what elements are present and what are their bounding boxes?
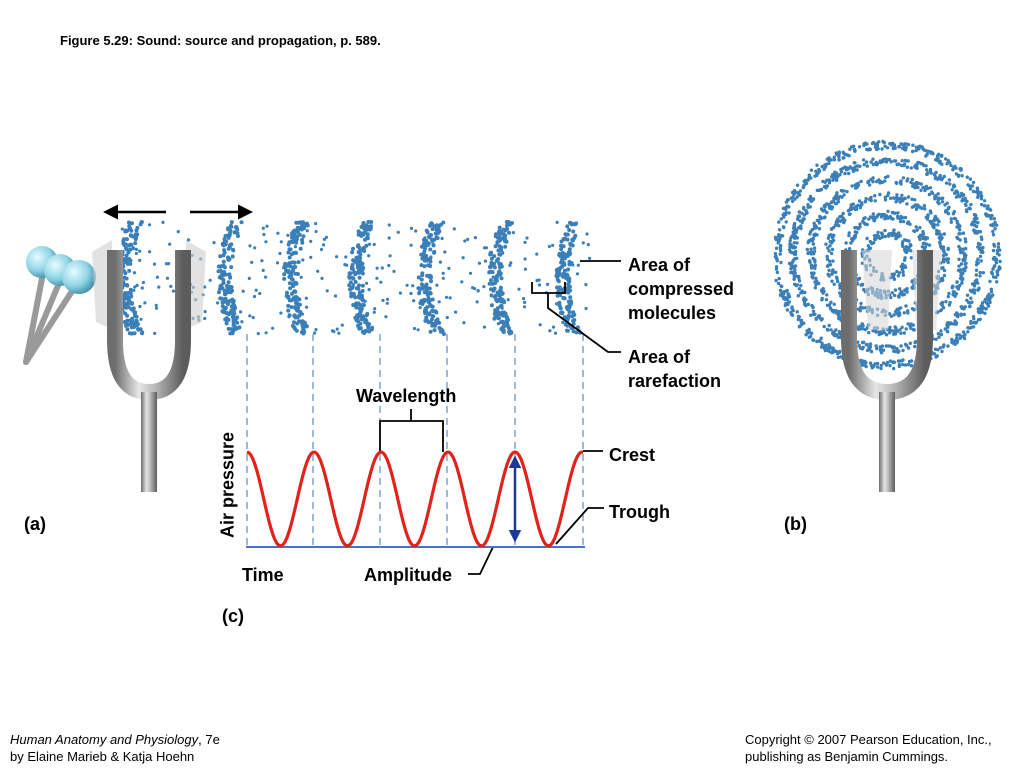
copyright-line-2: publishing as Benjamin Cummings. [745, 749, 949, 764]
panel-label-a: (a) [24, 514, 46, 534]
label-trough: Trough [609, 502, 670, 522]
leader-lines [379, 260, 621, 575]
book-authors: by Elaine Marieb & Katja Hoehn [10, 749, 195, 764]
label-compressed: Area of compressed molecules [628, 255, 735, 323]
compression-field [115, 220, 592, 336]
label-wavelength: Wavelength [356, 386, 457, 406]
copyright-line-1: Copyright © 2007 Pearson Education, Inc.… [745, 732, 992, 747]
tuning-fork-icon [92, 240, 206, 492]
label-amplitude: Amplitude [364, 565, 452, 585]
wave-guides [246, 334, 584, 547]
tuning-fork-icon [841, 250, 942, 492]
label-crest: Crest [609, 445, 656, 465]
panel-label-b: (b) [784, 514, 807, 534]
book-edition: , 7e [198, 732, 220, 747]
pressure-wave [246, 450, 583, 548]
book-title: Human Anatomy and Physiology [10, 732, 199, 747]
label-rarefaction: Area of rarefaction [628, 347, 722, 391]
label-air-pressure: Air pressure [217, 431, 238, 539]
panel-label-c: (c) [222, 606, 244, 626]
mallet-icon [23, 246, 96, 365]
label-time: Time [242, 565, 284, 585]
footer-copyright: Copyright © 2007 Pearson Education, Inc.… [745, 731, 992, 765]
footer-citation: Human Anatomy and Physiology, 7e by Elai… [10, 731, 220, 765]
figure-caption: Figure 5.29: Sound: source and propagati… [60, 33, 381, 48]
